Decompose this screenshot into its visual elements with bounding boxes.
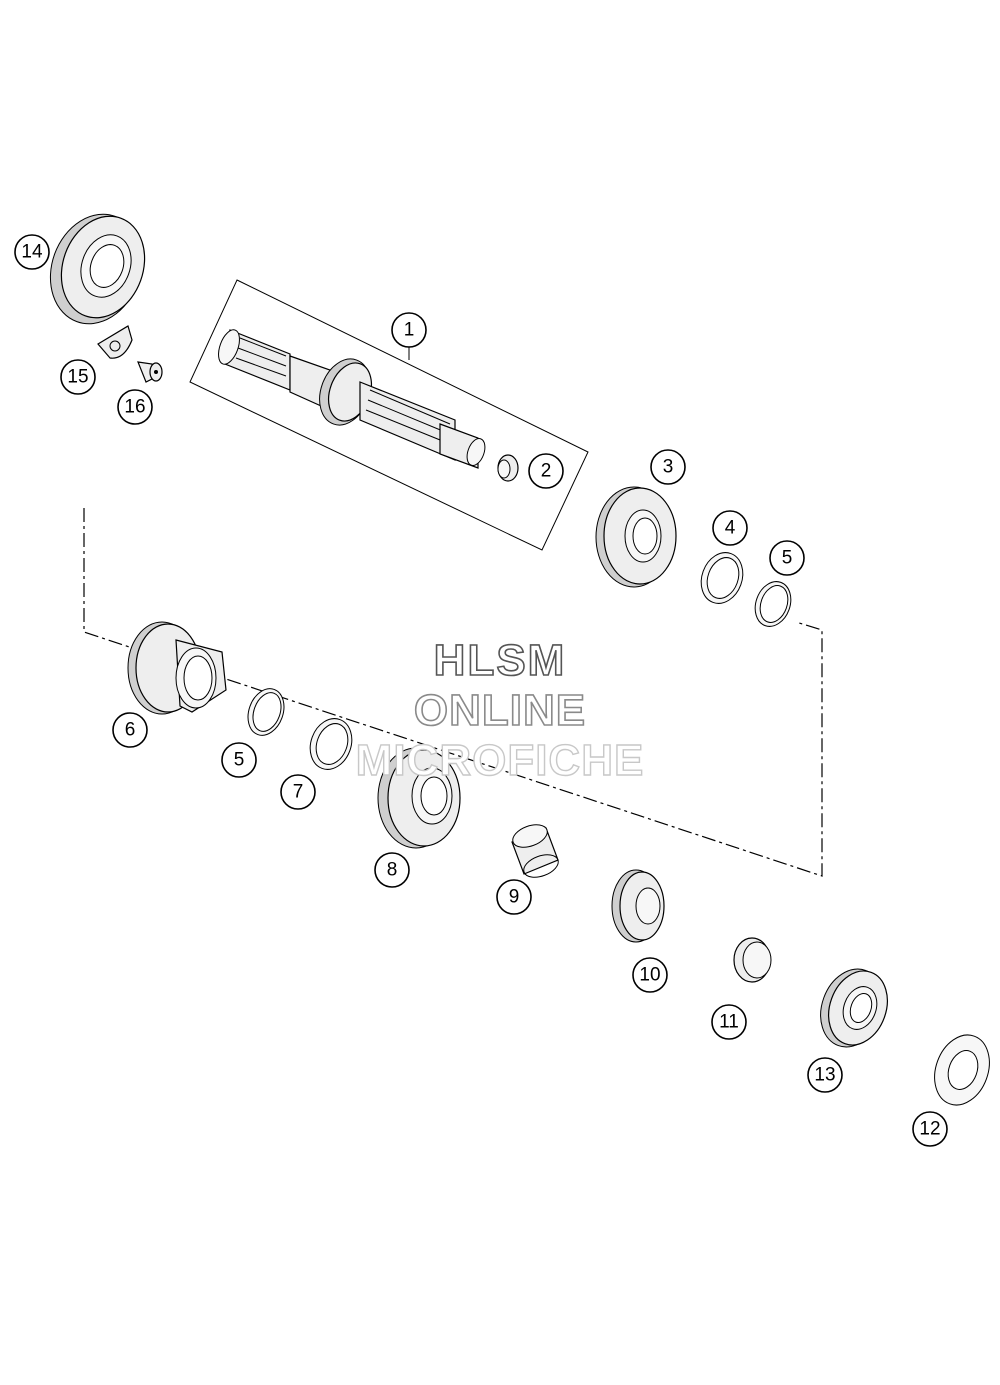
callout-15: 15 <box>60 359 96 395</box>
callout-9: 9 <box>496 879 532 915</box>
callout-4: 4 <box>712 510 748 546</box>
callout-label: 3 <box>663 457 674 478</box>
callout-label: 13 <box>814 1065 835 1086</box>
callout-label: 14 <box>21 242 43 263</box>
callout-label: 6 <box>125 720 136 741</box>
callout-label: 4 <box>725 518 736 539</box>
callout-8: 8 <box>374 852 410 888</box>
gear-8 <box>377 747 461 849</box>
callout-14: 14 <box>14 234 50 270</box>
callout-5-upper: 5 <box>769 540 805 576</box>
callout-label: 15 <box>67 367 88 388</box>
callout-label: 7 <box>293 782 304 803</box>
gear-6 <box>127 621 227 715</box>
assembly-axis-line <box>83 508 823 877</box>
callout-label: 8 <box>387 860 398 881</box>
callout-label: 12 <box>919 1119 940 1140</box>
gear-3 <box>595 486 677 588</box>
callout-16: 16 <box>117 389 153 425</box>
callout-label: 9 <box>509 887 520 908</box>
main-shaft-1 <box>218 329 486 469</box>
ball-bearing-14 <box>49 213 146 325</box>
callout-6: 6 <box>112 712 148 748</box>
callout-label: 1 <box>404 320 415 341</box>
ball-bearing-13 <box>820 968 888 1048</box>
callout-12: 12 <box>912 1111 948 1147</box>
callout-5-lower: 5 <box>221 742 257 778</box>
lock-plate-15 <box>97 325 133 359</box>
gear-10 <box>611 869 665 943</box>
callout-label: 5 <box>234 750 245 771</box>
callout-label: 10 <box>639 965 660 986</box>
callout-label: 11 <box>719 1012 739 1033</box>
callout-label: 2 <box>541 461 552 482</box>
bushing-11 <box>733 937 772 983</box>
callout-label: 5 <box>782 548 793 569</box>
screw-16 <box>137 361 163 383</box>
callout-13: 13 <box>807 1057 843 1093</box>
callout-1: 1 <box>391 312 427 348</box>
callout-label: 16 <box>124 397 145 418</box>
callout-3: 3 <box>650 449 686 485</box>
needle-bearing-2 <box>497 454 519 482</box>
callout-7: 7 <box>280 774 316 810</box>
shaft-assembly-frame <box>189 279 589 551</box>
callout-2: 2 <box>528 453 564 489</box>
bushing-9 <box>511 824 559 878</box>
callout-11: 11 <box>711 1004 747 1040</box>
callout-10: 10 <box>632 957 668 993</box>
